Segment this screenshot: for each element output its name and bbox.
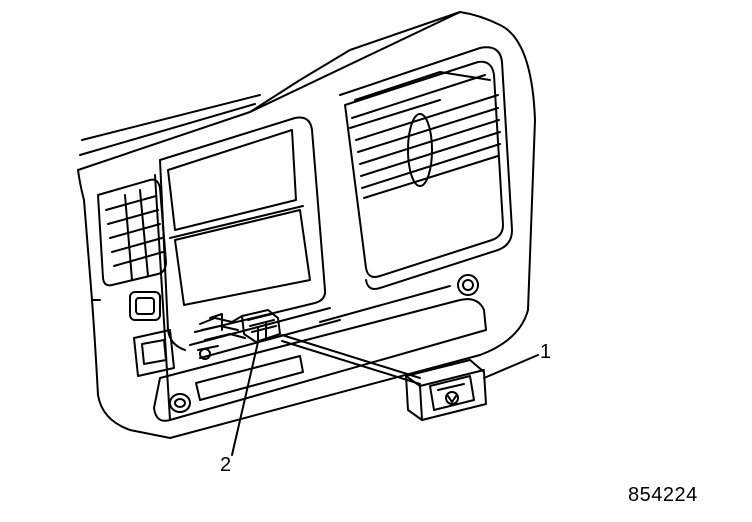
lower-trim-strip — [154, 275, 486, 421]
figure-number: 854224 — [628, 484, 698, 506]
hazard-switch — [406, 360, 486, 420]
center-vent — [345, 62, 503, 277]
connection-leader-line — [282, 335, 420, 378]
callout-2-leader — [232, 342, 258, 455]
wiring-harness — [198, 314, 245, 359]
upper-left-opening — [168, 130, 310, 305]
callout-label-2: 2 — [220, 454, 232, 476]
small-square-button — [130, 292, 160, 320]
callout-1-leader — [484, 355, 538, 378]
connection-leader-line-2 — [282, 341, 420, 384]
left-side-vent — [98, 180, 166, 286]
bezel-inner-frame — [155, 47, 512, 420]
callout-label-1: 1 — [540, 341, 552, 363]
upper-dash-lines — [78, 12, 460, 170]
bezel-outline — [78, 12, 535, 438]
connector — [242, 310, 280, 342]
left-switch-opening — [134, 330, 174, 376]
